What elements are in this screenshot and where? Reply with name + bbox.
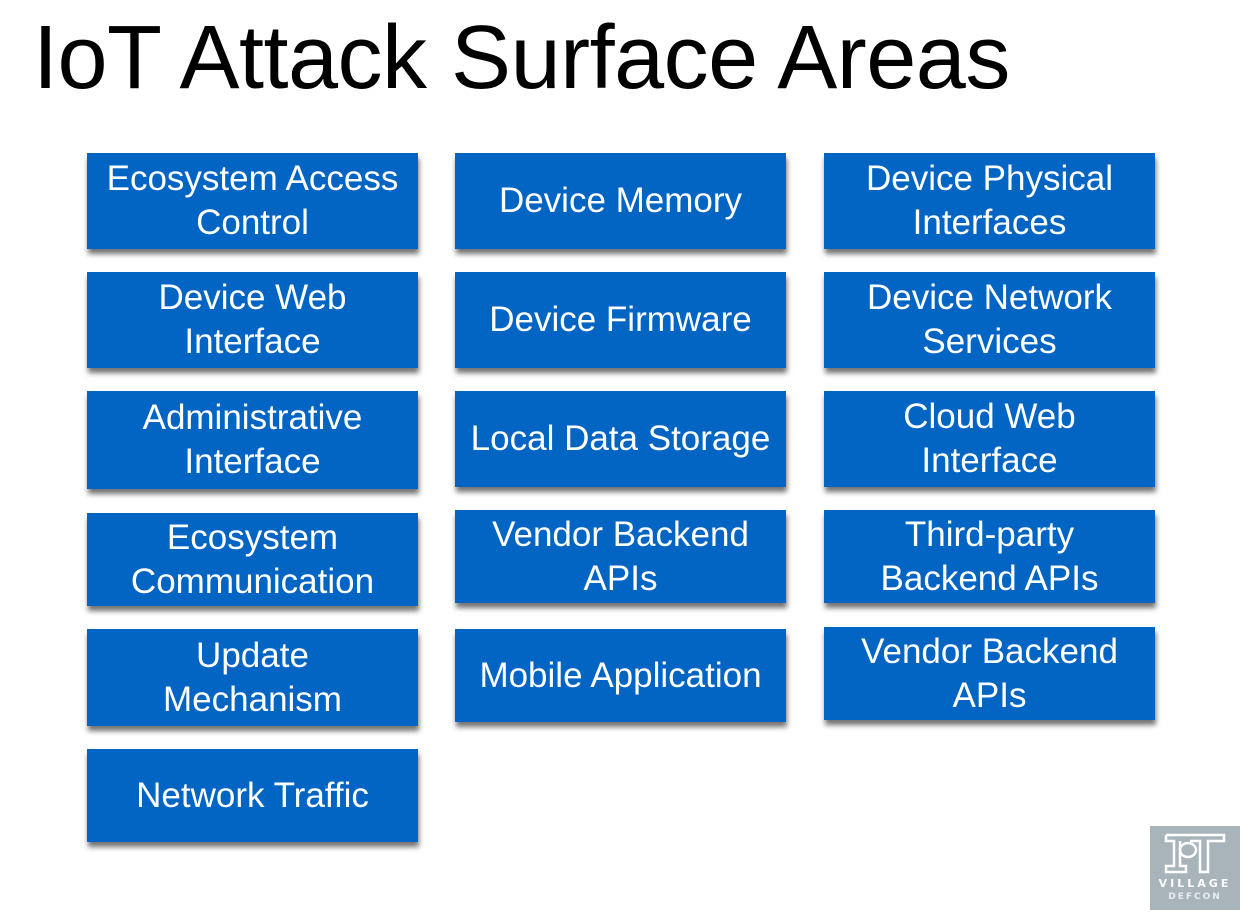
surface-ecosystem-access-control: Ecosystem Access Control [87, 153, 418, 249]
box-label: Administrative Interface [142, 398, 363, 481]
box-label: Device Network Services [866, 278, 1113, 361]
logo-text-defcon: DEFCON [1168, 892, 1222, 902]
box-label: Ecosystem Access Control [106, 159, 399, 242]
box-label: Vendor Backend APIs [861, 631, 1118, 715]
box-label: Mobile Application [479, 655, 762, 695]
surface-device-network-services: Device Network Services [824, 272, 1155, 368]
surface-administrative-interface: Administrative Interface [87, 391, 418, 489]
box-label: Cloud Web Interface [903, 397, 1076, 480]
surface-vendor-backend-apis: Vendor Backend APIs [455, 510, 786, 603]
box-label: Network Traffic [136, 775, 369, 815]
surface-device-memory: Device Memory [455, 153, 786, 249]
logo-text-village: VILLAGE [1158, 877, 1232, 890]
box-label: Device Physical Interfaces [865, 159, 1114, 242]
surface-device-physical-interfaces: Device Physical Interfaces [824, 153, 1155, 249]
slide-title: IoT Attack Surface Areas [33, 8, 1010, 108]
surface-vendor-backend-apis-2: Vendor Backend APIs [824, 627, 1155, 720]
box-label: Third-party Backend APIs [880, 514, 1099, 598]
surface-update-mechanism: Update Mechanism [87, 629, 418, 726]
box-label: Vendor Backend APIs [492, 514, 749, 598]
iot-village-logo-icon [1164, 833, 1226, 874]
box-label: Device Firmware [489, 300, 752, 339]
box-label: Device Web Interface [158, 278, 347, 361]
surface-mobile-application: Mobile Application [455, 629, 786, 722]
surface-ecosystem-communication: Ecosystem Communication [87, 513, 418, 606]
surface-cloud-web-interface: Cloud Web Interface [824, 391, 1155, 487]
iot-village-logo: VILLAGE DEFCON [1150, 826, 1240, 910]
surface-device-web-interface: Device Web Interface [87, 272, 418, 368]
surface-local-data-storage: Local Data Storage [455, 391, 786, 487]
box-label: Update Mechanism [163, 635, 342, 719]
box-label: Ecosystem Communication [130, 517, 375, 601]
surface-device-firmware: Device Firmware [455, 272, 786, 368]
surface-network-traffic: Network Traffic [87, 749, 418, 842]
box-label: Local Data Storage [470, 419, 771, 458]
surface-third-party-backend-apis: Third-party Backend APIs [824, 510, 1155, 603]
box-label: Device Memory [498, 181, 743, 220]
